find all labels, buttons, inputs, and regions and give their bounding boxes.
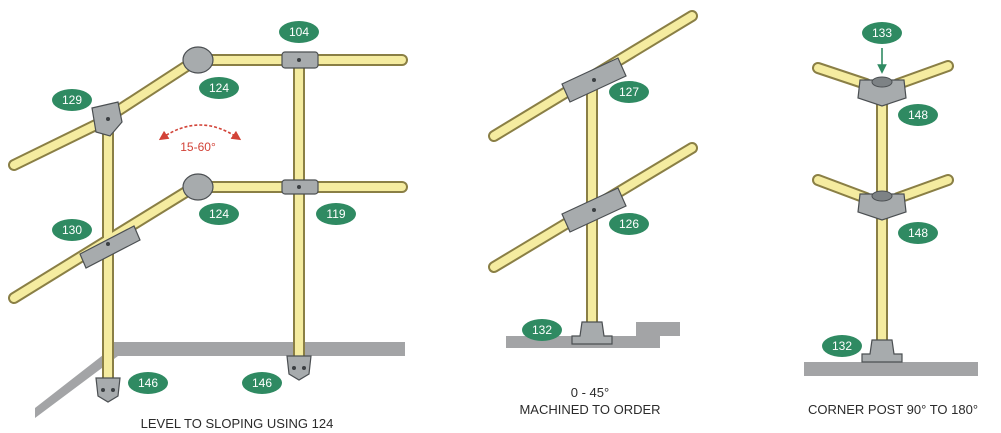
svg-text:133: 133 [872, 26, 892, 40]
svg-text:124: 124 [209, 81, 229, 95]
badge-126: 126 [609, 213, 649, 235]
badge-119: 119 [316, 203, 356, 225]
angle-label: 15-60° [180, 140, 216, 154]
fitting-124-bottom [182, 173, 214, 201]
angle-arrow [158, 124, 242, 141]
badge-148-top: 148 [898, 104, 938, 126]
badge-148-bottom: 148 [898, 222, 938, 244]
badge-132-right: 132 [822, 335, 862, 357]
assembly-machined-to-order: 127 126 132 0 - 45° MACHINED TO ORDER [488, 10, 698, 417]
badge-146-left: 146 [128, 372, 168, 394]
badge-133: 133 [862, 22, 902, 44]
svg-text:148: 148 [908, 226, 928, 240]
assembly-level-to-sloping: 15-60° 129 124 104 130 124 119 146 146 L… [8, 21, 408, 431]
fitting-148-bottom [857, 190, 907, 221]
fitting-148-top [857, 76, 907, 107]
fitting-130 [79, 225, 141, 269]
caption-middle-line2: MACHINED TO ORDER [519, 402, 660, 417]
assembly-corner-post: 133 148 148 132 CORNER POST 90° TO 180° [804, 22, 978, 417]
svg-text:148: 148 [908, 108, 928, 122]
svg-text:124: 124 [209, 207, 229, 221]
badge-104: 104 [279, 21, 319, 43]
fitting-124-top [182, 46, 214, 74]
ground-step [506, 322, 680, 348]
svg-text:119: 119 [326, 207, 345, 221]
svg-text:132: 132 [832, 339, 852, 353]
svg-text:130: 130 [62, 223, 82, 237]
svg-text:132: 132 [532, 323, 552, 337]
svg-text:129: 129 [62, 93, 82, 107]
caption-left: LEVEL TO SLOPING USING 124 [141, 416, 334, 431]
badge-124-bottom: 124 [199, 203, 239, 225]
caption-right: CORNER POST 90° TO 180° [808, 402, 978, 417]
badge-129: 129 [52, 89, 92, 111]
svg-text:104: 104 [289, 25, 309, 39]
fitting-132-right [861, 339, 903, 363]
badge-132-middle: 132 [522, 319, 562, 341]
badge-130: 130 [52, 219, 92, 241]
pipes [488, 10, 698, 334]
svg-text:127: 127 [619, 85, 639, 99]
fitting-146-right [286, 355, 312, 381]
svg-text:146: 146 [252, 376, 272, 390]
caption-middle-line1: 0 - 45° [571, 385, 609, 400]
badge-127: 127 [609, 81, 649, 103]
badge-146-right: 146 [242, 372, 282, 394]
svg-text:126: 126 [619, 217, 639, 231]
badge-124-top: 124 [199, 77, 239, 99]
fitting-132-middle [571, 321, 613, 345]
ground-stair [35, 342, 405, 418]
svg-text:146: 146 [138, 376, 158, 390]
ground-flat [804, 362, 978, 376]
fitting-146-left [95, 377, 121, 403]
